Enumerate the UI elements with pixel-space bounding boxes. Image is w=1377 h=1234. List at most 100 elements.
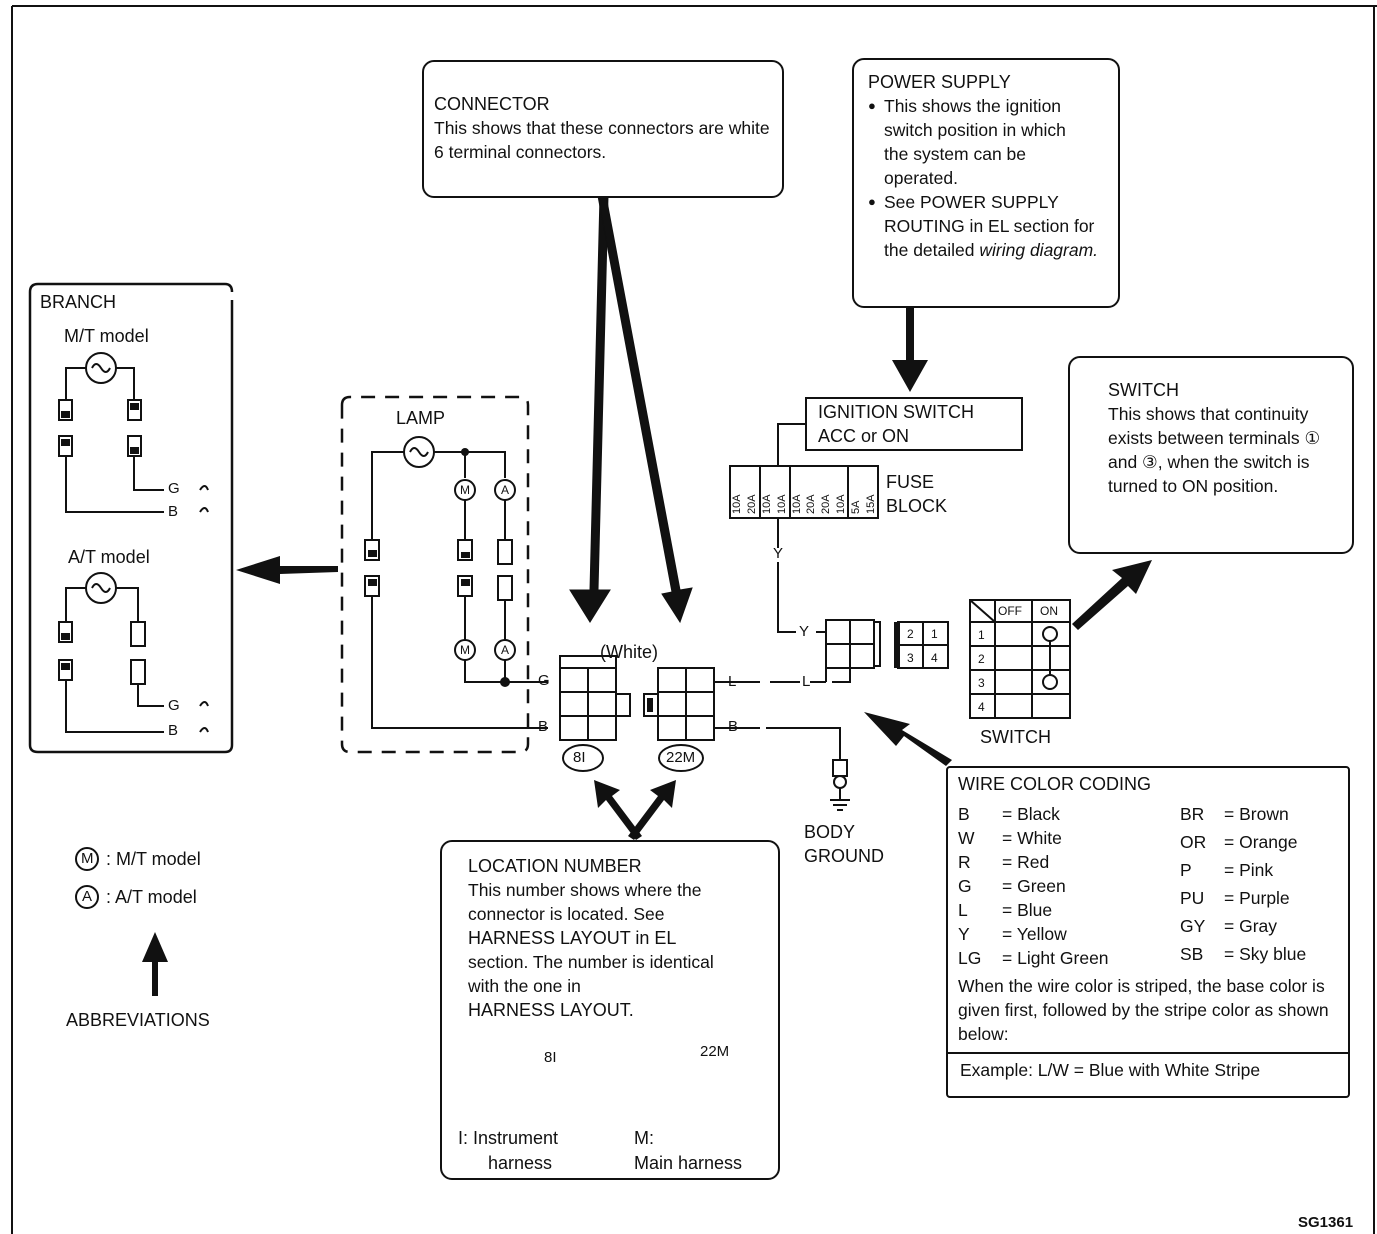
location-number-text4: HARNESS LAYOUT. bbox=[468, 1000, 634, 1020]
fuse-rating: 10A bbox=[790, 494, 803, 514]
switch-off: OFF bbox=[998, 604, 1022, 618]
fuse-label-2: BLOCK bbox=[886, 496, 948, 516]
wire-color-title: WIRE COLOR CODING bbox=[958, 774, 1152, 794]
terminal-3: 3 bbox=[907, 651, 914, 665]
switch-row-1: 1 bbox=[978, 628, 985, 642]
wire-color-code: R bbox=[958, 852, 971, 872]
wire-y-horizontal: Y bbox=[799, 623, 810, 640]
wire-color-example: Example: L/W = Blue with White Stripe bbox=[948, 1052, 1348, 1082]
wire-color-name: = Orange bbox=[1224, 832, 1298, 852]
wire-color-code: L bbox=[958, 900, 968, 920]
branch-mt-g: G bbox=[168, 480, 180, 497]
ignition-line1: IGNITION SWITCH bbox=[818, 402, 974, 422]
loc-pic-code-right: 22M bbox=[700, 1043, 730, 1060]
wire-color-row: OR = Orange bbox=[1180, 830, 1310, 858]
terminal-2: 2 bbox=[907, 627, 914, 641]
switch-on: ON bbox=[1040, 604, 1058, 618]
wire-l-2: L bbox=[802, 673, 811, 690]
fuse-rating: 20A bbox=[805, 494, 818, 514]
location-code-left: 8I bbox=[573, 749, 586, 766]
wire-color-row: SB= Sky blue bbox=[1180, 942, 1310, 970]
wire-color-name: = Purple bbox=[1224, 888, 1290, 908]
body-ground-2: GROUND bbox=[804, 846, 884, 866]
lamp-a-symbol-bottom: A bbox=[501, 643, 510, 657]
power-supply-callout: POWER SUPPLY This shows the ignition swi… bbox=[852, 58, 1120, 308]
terminal-1: 1 bbox=[931, 627, 938, 641]
wire-color-name: = Sky blue bbox=[1224, 944, 1307, 964]
branch-at-b: B bbox=[168, 722, 179, 739]
connector-callout: CONNECTOR This shows that these connecto… bbox=[422, 60, 784, 198]
power-supply-bullet-2b: wiring diagram. bbox=[979, 240, 1099, 260]
wire-color-row: W= White bbox=[958, 826, 1180, 850]
m-label: M: bbox=[634, 1128, 654, 1148]
switch-row-2: 2 bbox=[978, 652, 985, 666]
abbr-a-text: : A/T model bbox=[106, 887, 197, 907]
wire-color-name: = Light Green bbox=[1002, 948, 1109, 968]
switch-row-3: 3 bbox=[978, 676, 985, 690]
abbr-m-symbol: M bbox=[81, 850, 94, 867]
wire-color-name: = Green bbox=[1002, 876, 1066, 896]
wire-color-code: GY bbox=[1180, 916, 1206, 936]
connector-arrows bbox=[569, 195, 693, 624]
switch-text: This shows that continuity exists betwee… bbox=[1108, 404, 1321, 496]
location-number-text3: section. The number is identical with th… bbox=[468, 952, 714, 996]
ignition-line2: ACC or ON bbox=[818, 426, 910, 446]
wire-color-name: = Blue bbox=[1002, 900, 1053, 920]
abbreviations-title: ABBREVIATIONS bbox=[66, 1010, 210, 1030]
fuse-label-1: FUSE bbox=[886, 472, 935, 492]
figure-code: SG1361 bbox=[1298, 1214, 1354, 1231]
wire-color-row: P= Pink bbox=[1180, 858, 1310, 886]
power-supply-bullet-1: This shows the ignition switch position … bbox=[868, 94, 1094, 190]
m-label-2: Main harness bbox=[634, 1153, 743, 1173]
fuse-rating: 10A bbox=[775, 494, 788, 514]
wire-color-code: BR bbox=[1180, 804, 1205, 824]
wire-color-name: = Brown bbox=[1224, 804, 1289, 824]
location-number-text2: HARNESS LAYOUT in EL bbox=[468, 928, 677, 948]
power-supply-title: POWER SUPPLY bbox=[868, 72, 1011, 92]
power-supply-bullet-2: See POWER SUPPLY ROUTING in EL section f… bbox=[868, 190, 1112, 262]
wire-color-note: When the wire color is striped, the base… bbox=[958, 976, 1329, 1044]
wire-color-row: R= Red bbox=[958, 850, 1180, 874]
fuse-rating: 10A bbox=[834, 494, 847, 514]
branch-at-label: A/T model bbox=[68, 547, 150, 567]
fuse-rating: 10A bbox=[731, 494, 744, 514]
wire-color-row: BR = Brown bbox=[1180, 802, 1310, 830]
wire-b-right: B bbox=[728, 718, 739, 735]
wire-color-row: GY = Gray bbox=[1180, 914, 1310, 942]
wire-y-vertical: Y bbox=[773, 545, 784, 562]
power-supply-arrow bbox=[892, 308, 928, 392]
wire-color-code: OR bbox=[1180, 832, 1207, 852]
lamp-m-symbol-bottom: M bbox=[460, 643, 470, 657]
branch-at-g: G bbox=[168, 697, 180, 714]
switch-callout: SWITCH This shows that continuity exists… bbox=[1068, 356, 1354, 554]
body-ground-1: BODY bbox=[804, 822, 856, 842]
terminal-4: 4 bbox=[931, 651, 938, 665]
lamp-title: LAMP bbox=[396, 408, 446, 428]
switch-title: SWITCH bbox=[1108, 380, 1179, 400]
lamp-wire-g: G bbox=[538, 672, 550, 689]
fuse-rating: 20A bbox=[820, 494, 833, 514]
i-label: I: Instrument bbox=[458, 1128, 559, 1148]
wire-color-row: PU= Purple bbox=[1180, 886, 1310, 914]
wire-color-row: Y= Yellow bbox=[958, 922, 1180, 946]
wire-color-row: LG= Light Green bbox=[958, 946, 1180, 970]
wire-color-row: G = Green bbox=[958, 874, 1180, 898]
connector-text: This shows that these connectors are whi… bbox=[434, 118, 770, 162]
wire-l-1: L bbox=[728, 673, 737, 690]
abbr-m-text: : M/T model bbox=[106, 849, 201, 869]
fuse-rating: 20A bbox=[746, 494, 759, 514]
wire-color-row: B= Black bbox=[958, 802, 1180, 826]
connector-title: CONNECTOR bbox=[434, 94, 550, 114]
fuse-rating: 15A bbox=[864, 494, 877, 514]
branch-mt-label: M/T model bbox=[64, 326, 149, 346]
abbr-a-symbol: A bbox=[82, 888, 93, 905]
lamp-a-symbol-top: A bbox=[501, 483, 510, 497]
wire-color-name: = Yellow bbox=[1002, 924, 1067, 944]
loc-pic-code-left: 8I bbox=[544, 1049, 557, 1066]
wire-color-code: G bbox=[958, 876, 972, 896]
wire-color-name: = Gray bbox=[1224, 916, 1278, 936]
